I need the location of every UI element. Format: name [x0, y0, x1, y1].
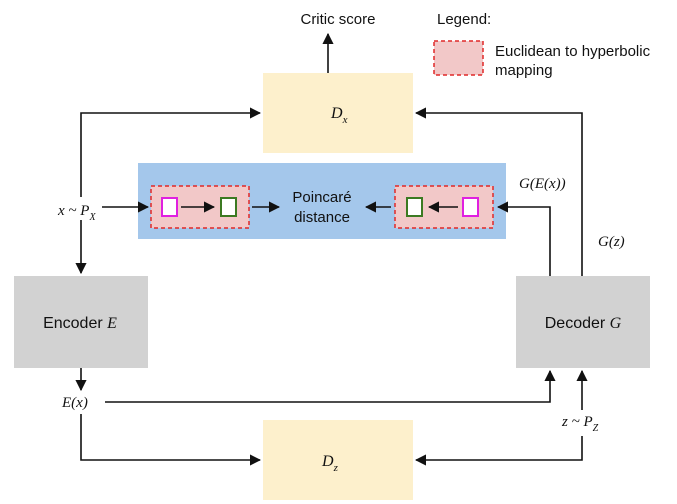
critic-score-label: Critic score — [300, 11, 375, 28]
arrow-ex-to-decoder — [105, 369, 556, 403]
arrow-z-to-dz — [414, 436, 583, 466]
legend-title: Legend: — [437, 11, 491, 28]
gex-label: G(E(x)) — [519, 176, 566, 192]
discriminator-dz-box — [263, 420, 413, 500]
encoder-label: Encoder E — [43, 315, 117, 332]
arrow-ex-to-dz — [80, 414, 262, 466]
z-input-label: z ~ PZ — [561, 414, 599, 434]
arrow-gex-to-right-mapping — [496, 201, 551, 276]
poincare-distance-line2: distance — [294, 209, 350, 226]
legend-item-line2: mapping — [495, 62, 553, 79]
legend-item-line1: Euclidean to hyperbolic — [495, 43, 651, 60]
encoder-box — [14, 276, 148, 368]
decoder-label: Decoder G — [545, 315, 622, 332]
ex-label: E(x) — [61, 395, 88, 411]
discriminator-dx-label: Dx — [330, 105, 348, 126]
decoder-box — [516, 276, 650, 368]
x-input-label: x ~ PX — [57, 203, 96, 223]
gz-label: G(z) — [598, 234, 625, 250]
discriminator-dz-label: Dz — [321, 453, 339, 474]
legend-mapping-swatch — [433, 40, 484, 76]
poincare-distance-line1: Poincaré — [292, 189, 351, 206]
discriminator-dx-box — [263, 73, 413, 153]
left-hyperbolic-square — [220, 197, 237, 217]
left-euclidean-square — [161, 197, 178, 217]
arrow-gz-to-dx — [414, 107, 583, 276]
right-euclidean-square — [462, 197, 479, 217]
right-hyperbolic-square — [406, 197, 423, 217]
arrow-x-to-dx — [80, 107, 262, 197]
